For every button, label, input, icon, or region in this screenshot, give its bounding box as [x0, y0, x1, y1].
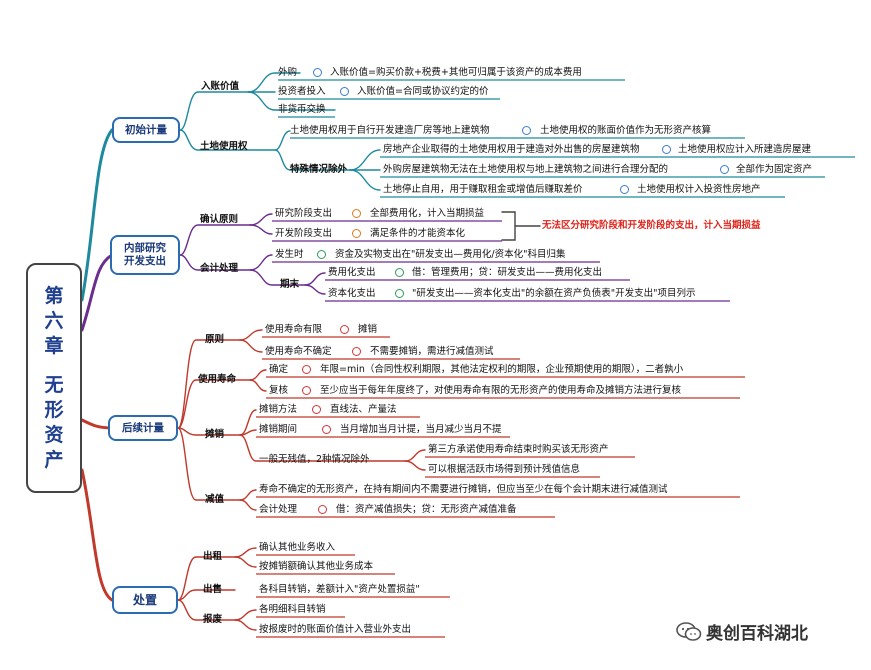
investor-label: 投资者投入	[278, 86, 326, 97]
rnd-note: 无法区分研究阶段和开发阶段的支出，计入当期损益	[542, 220, 761, 231]
special-case-3-rule: 土地使用权计入投资性房地产	[637, 184, 761, 195]
branch-initial-measurement: 初始计量	[112, 117, 180, 143]
branch-label: 开发支出	[124, 255, 166, 267]
branch-disposal: 处置	[112, 586, 178, 614]
review-rule: 至少应当于每年年度终了，对使用寿命有限的无形资产的使用寿命及摊销方法进行复核	[320, 385, 682, 396]
self-build-rule: 土地使用权的账面价值作为无形资产核算	[540, 125, 712, 136]
bullet-icon	[318, 505, 327, 514]
special-case-1: 房地产企业取得的土地使用权用于建造对外出售的房屋建筑物	[383, 144, 640, 155]
expensed-rule: 借：管理费用；贷：研发支出——费用化支出	[412, 267, 603, 278]
capitalized-label: 资本化支出	[328, 288, 376, 299]
lease-item-2: 按摊销额确认其他业务成本	[259, 561, 374, 572]
bullet-icon	[312, 405, 321, 414]
review-label: 复核	[269, 385, 289, 396]
purchase-label: 外购	[278, 67, 298, 78]
investor-rule: 入账价值=合同或协议约定的价	[357, 86, 489, 97]
indefinite-life-rule: 不需要摊销，需进行减值测试	[370, 346, 494, 357]
research-label: 研究阶段支出	[275, 208, 333, 219]
impairment-entry-label: 会计处理	[259, 504, 298, 515]
branch-label: 内部研究	[124, 242, 166, 254]
bullet-icon	[352, 229, 361, 238]
scrap-node: 报废	[203, 614, 223, 625]
root-char: 形	[44, 398, 64, 421]
root-char: 产	[44, 448, 64, 471]
branch-subsequent-measurement: 后续计量	[108, 415, 178, 441]
capitalized-rule: "研发支出——资本化支出"的余额在资产负债表"开发支出"项目列示	[412, 288, 696, 299]
useful-life-node: 使用寿命	[198, 374, 237, 385]
development-label: 开发阶段支出	[275, 228, 333, 239]
branch-label: 处置	[132, 592, 157, 607]
determine-rule: 年限=min（合同性权利期限，其他法定权利的期限，企业预期使用的期限），二者孰小	[320, 364, 684, 375]
amortization-period-rule: 当月增加当月计提，当月减少当月不提	[340, 424, 502, 435]
watermark-text: 奥创百科湖北	[706, 624, 808, 644]
special-case-label: 特殊情况除外	[290, 164, 348, 175]
development-rule: 满足条件的才能资本化	[370, 228, 466, 239]
root-char: 无	[44, 373, 64, 396]
land-use-node: 土地使用权	[200, 141, 248, 152]
bullet-icon	[313, 68, 322, 77]
residual-case-2: 可以根据活跃市场得到预计残值信息	[428, 464, 581, 475]
root-char: 第	[44, 284, 64, 307]
bullet-icon	[522, 126, 531, 135]
wechat-icon	[676, 622, 702, 641]
accounting-node: 会计处理	[200, 263, 239, 274]
bullet-icon	[620, 185, 629, 194]
branch-internal-rnd: 内部研究开发支出	[110, 235, 180, 275]
bullet-icon	[720, 165, 729, 174]
period-end-label: 期末	[280, 279, 300, 290]
root-char: 六	[44, 309, 64, 332]
special-case-1-rule: 土地使用权应计入所建造房屋建	[678, 144, 812, 155]
incurred-label: 发生时	[275, 249, 304, 260]
purchase-rule: 入账价值=购买价款+税费+其他可归属于该资产的成本费用	[330, 67, 582, 78]
branch-label: 初始计量	[125, 123, 167, 136]
root-node: 第 六 章 无 形 资 产	[26, 263, 82, 493]
impairment-entry-rule: 借：资产减值损失；贷：无形资产减值准备	[336, 504, 517, 515]
bullet-icon	[395, 268, 404, 277]
bullet-icon	[662, 145, 671, 154]
branch-label: 后续计量	[122, 421, 164, 434]
research-rule: 全部费用化，计入当期损益	[370, 208, 485, 219]
special-case-2: 外购房屋建筑物无法在土地使用权与地上建筑物之间进行合理分配的	[383, 164, 669, 175]
determine-label: 确定	[269, 364, 289, 375]
residual-case-1: 第三方承诺使用寿命结束时购买该无形资产	[428, 444, 609, 455]
finite-life-rule: 摊销	[358, 324, 378, 335]
finite-life-label: 使用寿命有限	[265, 324, 323, 335]
bullet-icon	[340, 325, 349, 334]
sale-item-1: 各科目转销，差额计入"资产处置损益"	[259, 584, 420, 595]
scrap-item-1: 各明细科目转销	[259, 604, 326, 615]
amortization-period-label: 摊销期间	[259, 424, 298, 435]
sale-node: 出售	[203, 584, 223, 595]
bullet-icon	[352, 347, 361, 356]
lease-node: 出租	[203, 551, 223, 562]
bullet-icon	[322, 425, 331, 434]
bullet-icon	[395, 289, 404, 298]
special-case-2-rule: 全部作为固定资产	[736, 164, 813, 175]
amortization-method-rule: 直线法、产量法	[330, 404, 397, 415]
self-build-label: 土地使用权用于自行开发建造厂房等地上建筑物	[290, 125, 490, 136]
bullet-icon	[340, 87, 349, 96]
scrap-item-2: 按报废时的账面价值计入营业外支出	[259, 624, 412, 635]
entry-value-node: 入账价值	[201, 81, 240, 92]
amortization-method-label: 摊销方法	[259, 404, 298, 415]
incurred-rule: 资金及实物支出在"研发支出—费用化/资本化"科目归集	[335, 249, 566, 260]
expensed-label: 费用化支出	[328, 267, 376, 278]
exchange-label: 非货币交换	[278, 104, 326, 115]
impairment-rule: 寿命不确定的无形资产，在持有期间内不需要进行摊销，但应当至少在每个会计期末进行减…	[259, 484, 668, 495]
bullet-icon	[302, 386, 311, 395]
bullet-icon	[352, 209, 361, 218]
lease-item-1: 确认其他业务收入	[259, 542, 336, 553]
impairment-node: 减值	[205, 494, 225, 505]
root-char: 资	[44, 423, 64, 446]
bullet-icon	[302, 365, 311, 374]
bullet-icon	[317, 250, 326, 259]
residual-label: 一般无残值，2种情况除外	[259, 454, 370, 465]
amortization-node: 摊销	[205, 429, 225, 440]
indefinite-life-label: 使用寿命不确定	[265, 346, 332, 357]
root-char: 章	[44, 334, 64, 357]
principle-node: 原则	[205, 334, 225, 345]
recognition-node: 确认原则	[200, 214, 239, 225]
special-case-3: 土地停止自用，用于赚取租金或增值后赚取差价	[383, 184, 583, 195]
